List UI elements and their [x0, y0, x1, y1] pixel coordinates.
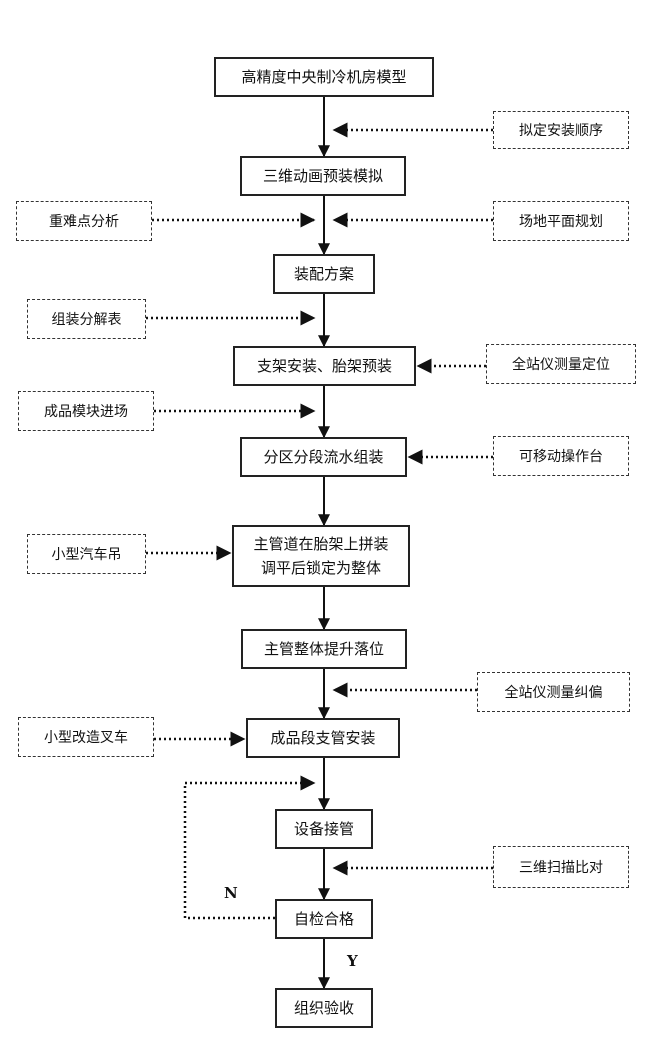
step-self-check: 自检合格	[275, 899, 373, 939]
step-main-pipe-splice-line2: 调平后锁定为整体	[260, 559, 381, 577]
decision-no-label: N	[224, 884, 238, 902]
input-3d-scan-compare: 三维扫描比对	[493, 846, 629, 888]
input-mobile-platform-label: 可移动操作台	[519, 449, 603, 465]
input-total-station-positioning: 全站仪测量定位	[486, 344, 636, 384]
input-assembly-breakdown: 组装分解表	[27, 299, 146, 339]
step-main-pipe-splice-line1: 主管道在胎架上拼装	[253, 535, 389, 553]
input-small-truck-crane: 小型汽车吊	[27, 534, 146, 574]
input-total-station-correction-label: 全站仪测量纠偏	[504, 685, 603, 701]
dotted-loop-no	[183, 775, 316, 920]
step-main-pipe-lift-label: 主管整体提升落位	[263, 640, 384, 658]
step-bracket-install: 支架安装、胎架预装	[233, 346, 416, 386]
decision-yes-label: Y	[347, 952, 358, 970]
step-main-pipe-splice: 主管道在胎架上拼装 调平后锁定为整体	[232, 525, 410, 587]
step-self-check-label: 自检合格	[293, 910, 354, 928]
step-main-pipe-lift: 主管整体提升落位	[241, 629, 407, 669]
input-site-plan: 场地平面规划	[493, 201, 629, 241]
input-module-arrival: 成品模块进场	[18, 391, 154, 431]
step-acceptance-label: 组织验收	[293, 999, 354, 1017]
input-site-plan-label: 场地平面规划	[519, 214, 603, 230]
input-difficulty-analysis: 重难点分析	[16, 201, 152, 241]
input-modified-forklift: 小型改造叉车	[18, 717, 154, 757]
step-model: 高精度中央制冷机房模型	[214, 57, 434, 97]
input-small-truck-crane-label: 小型汽车吊	[51, 547, 122, 563]
input-total-station-correction: 全站仪测量纠偏	[477, 672, 630, 712]
input-total-station-positioning-label: 全站仪测量定位	[512, 357, 610, 373]
step-zone-assembly: 分区分段流水组装	[240, 437, 407, 477]
step-3d-simulation: 三维动画预装模拟	[240, 156, 406, 196]
step-model-label: 高精度中央制冷机房模型	[241, 68, 407, 86]
input-module-arrival-label: 成品模块进场	[44, 404, 128, 420]
step-3d-simulation-label: 三维动画预装模拟	[262, 167, 383, 185]
input-install-sequence: 拟定安装顺序	[493, 111, 629, 149]
input-difficulty-analysis-label: 重难点分析	[49, 214, 119, 230]
input-assembly-breakdown-label: 组装分解表	[51, 312, 122, 328]
step-bracket-install-label: 支架安装、胎架预装	[256, 357, 392, 375]
input-modified-forklift-label: 小型改造叉车	[44, 730, 128, 746]
step-branch-pipe-install: 成品段支管安装	[246, 718, 400, 758]
step-assembly-plan-label: 装配方案	[293, 265, 354, 283]
input-mobile-platform: 可移动操作台	[493, 436, 629, 476]
step-branch-pipe-install-label: 成品段支管安装	[270, 729, 376, 747]
input-install-sequence-label: 拟定安装顺序	[519, 123, 603, 139]
step-equipment-connect-label: 设备接管	[293, 820, 354, 838]
input-3d-scan-compare-label: 三维扫描比对	[519, 860, 603, 876]
step-assembly-plan: 装配方案	[273, 254, 375, 294]
step-zone-assembly-label: 分区分段流水组装	[263, 448, 384, 466]
step-acceptance: 组织验收	[275, 988, 373, 1028]
step-equipment-connect: 设备接管	[275, 809, 373, 849]
